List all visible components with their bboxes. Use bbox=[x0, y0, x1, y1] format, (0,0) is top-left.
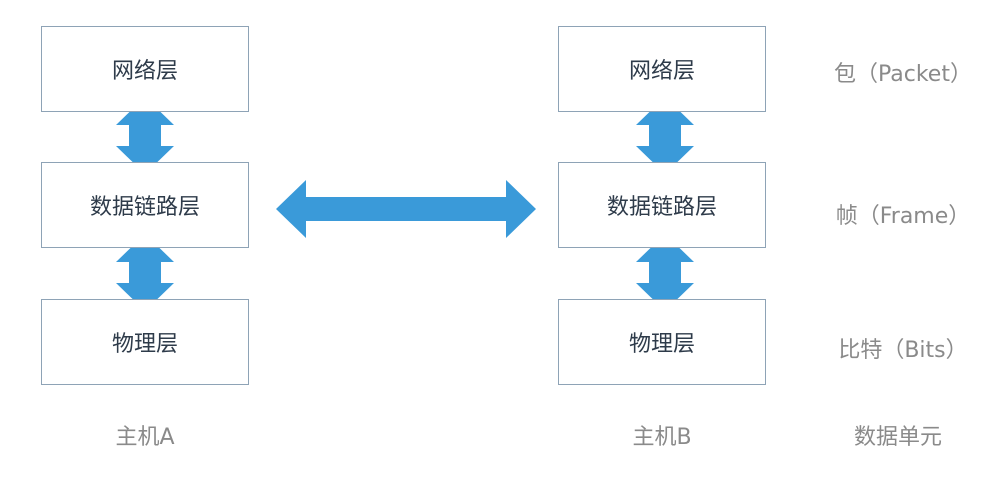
host-b-label: 主机B bbox=[632, 425, 692, 450]
unit-frame: 帧（Frame） bbox=[835, 204, 971, 229]
host-a-label: 主机A bbox=[115, 425, 175, 450]
units-header: 数据单元 bbox=[853, 425, 942, 450]
arrow-b-network-datalink bbox=[636, 97, 694, 174]
arrow-a-network-datalink bbox=[116, 97, 174, 174]
arrow-peer-datalink bbox=[276, 180, 536, 238]
arrow-b-datalink-physical bbox=[636, 234, 694, 311]
host-b-physical-layer: 物理层 bbox=[558, 299, 766, 385]
unit-packet: 包（Packet） bbox=[834, 62, 972, 87]
arrow-a-datalink-physical bbox=[116, 234, 174, 311]
host-a-network-layer: 网络层 bbox=[41, 26, 249, 112]
host-b-network-layer: 网络层 bbox=[558, 26, 766, 112]
unit-bits: 比特（Bits） bbox=[838, 338, 968, 363]
host-b-datalink-layer: 数据链路层 bbox=[558, 162, 766, 248]
host-a-datalink-layer: 数据链路层 bbox=[41, 162, 249, 248]
host-a-physical-layer: 物理层 bbox=[41, 299, 249, 385]
